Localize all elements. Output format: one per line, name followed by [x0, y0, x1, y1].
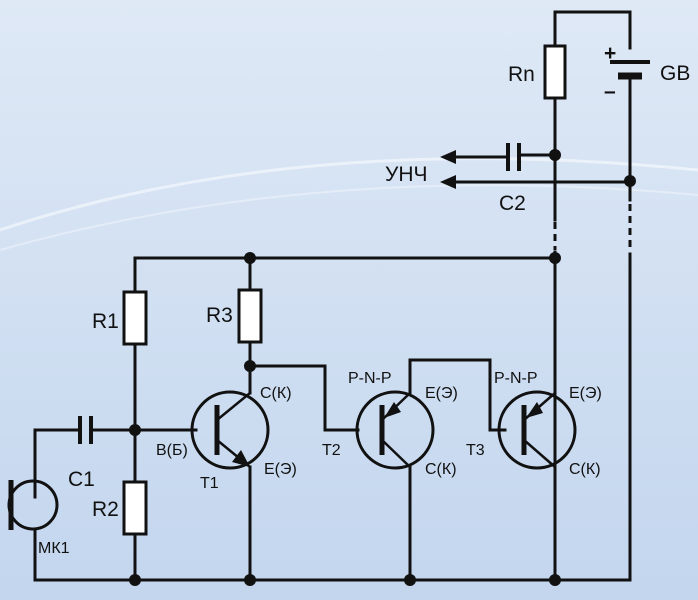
- transistor-t2: [355, 358, 507, 582]
- transistor-t3-collector: [523, 439, 556, 468]
- label-t1-collector: C(К): [260, 385, 292, 402]
- label-r2: R2: [92, 498, 119, 521]
- resistor-r3: [237, 288, 263, 344]
- output-section: [440, 143, 636, 189]
- transistor-t3: [497, 390, 577, 470]
- transistor-t2-circle: [355, 390, 435, 470]
- bias-section: [122, 252, 561, 582]
- label-rn: Rn: [508, 63, 535, 86]
- label-t2-collector: C(К): [425, 461, 457, 478]
- background-swoosh: [0, 157, 698, 232]
- node-ground-r2: [129, 574, 141, 586]
- label-c2: C2: [499, 192, 526, 215]
- node-ground-t3: [549, 574, 561, 586]
- node-ground-t2: [404, 574, 416, 586]
- label-t2-type: P-N-P: [348, 370, 392, 387]
- label-t1: T1: [200, 475, 219, 492]
- label-t3-type: P-N-P: [494, 370, 538, 387]
- ground-rail: [33, 574, 632, 586]
- arrow-output-2: [440, 175, 456, 189]
- label-t1-emitter: E(Э): [264, 461, 297, 478]
- label-t3-collector: C(К): [569, 461, 601, 478]
- node-c2: [549, 149, 561, 161]
- transistor-t2-collector: [381, 439, 411, 468]
- transistor-t2-arrow: [384, 402, 401, 418]
- node-battery-output: [624, 175, 636, 187]
- label-gb: GB: [660, 62, 690, 85]
- label-r1: R1: [92, 310, 119, 333]
- label-t1-base: B(Б): [156, 442, 188, 459]
- node-t1-collector: [244, 360, 256, 372]
- resistor-r1: [122, 290, 148, 346]
- resistor-rn: [543, 44, 567, 100]
- label-plus: +: [604, 42, 616, 65]
- label-r3: R3: [206, 304, 233, 327]
- node-r3-top: [244, 252, 256, 264]
- node-rail-right: [549, 252, 561, 264]
- transistor-t1-circle: [190, 390, 270, 470]
- label-unch: УНЧ: [385, 163, 428, 186]
- label-mk1: МК1: [38, 540, 70, 557]
- label-c1: C1: [68, 468, 95, 491]
- node-ground-t1: [244, 574, 256, 586]
- wire-t2-t3: [408, 358, 507, 432]
- wire-t1-t2: [248, 364, 360, 432]
- label-t2-emitter: E(Э): [425, 385, 458, 402]
- resistor-r2: [122, 480, 148, 536]
- transistor-t1-arrow: [232, 450, 250, 467]
- label-t3-emitter: E(Э): [569, 385, 602, 402]
- arrow-output-1: [440, 150, 456, 164]
- transistor-t1: [190, 390, 270, 582]
- background-swoosh-2: [0, 184, 698, 251]
- input-section: [7, 416, 198, 582]
- label-t3: T3: [466, 442, 485, 459]
- transistor-t3-circle: [497, 390, 577, 470]
- wire-mic-c1: [33, 428, 80, 499]
- label-t2: T2: [322, 442, 341, 459]
- transistor-t1-collector: [216, 392, 251, 421]
- transistor-t3-arrow: [526, 402, 543, 418]
- supply-section: [543, 10, 650, 582]
- label-minus: –: [604, 80, 616, 103]
